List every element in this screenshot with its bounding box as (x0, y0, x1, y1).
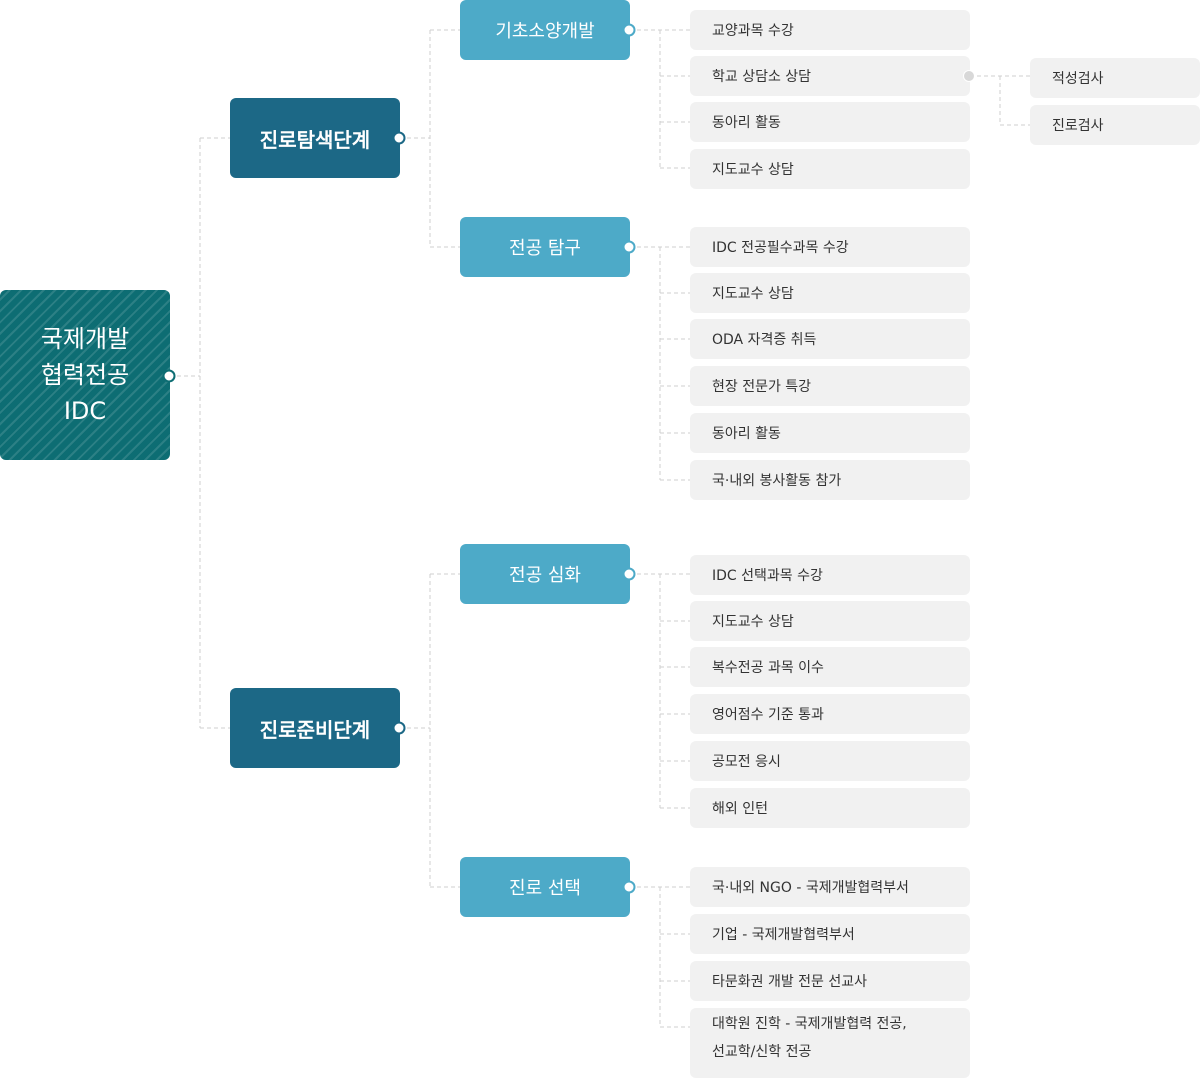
group-career-choice: 진로 선택 (460, 857, 630, 917)
list-item: IDC 전공필수과목 수강 (690, 227, 970, 267)
stage-preparation: 진로준비단계 (230, 688, 400, 768)
leaf-aptitude-test: 적성검사 (1030, 58, 1200, 98)
list-item: 교양과목 수강 (690, 10, 970, 50)
group-career-choice-label: 진로 선택 (509, 878, 581, 899)
list-item: 복수전공 과목 이수 (690, 647, 970, 687)
school-counseling-dot (963, 70, 975, 82)
list-item: 지도교수 상담 (690, 273, 970, 313)
list-item: 기업 - 국제개발협력부서 (690, 914, 970, 954)
list-item: 동아리 활동 (690, 102, 970, 142)
list-item: 영어점수 기준 통과 (690, 694, 970, 734)
group-basic-literacy-label: 기초소양개발 (495, 21, 595, 42)
stage-exploration-label: 진로탐색단계 (259, 127, 371, 152)
root-line-3: IDC (63, 397, 107, 425)
root-line-2: 협력전공 (40, 361, 130, 389)
group-career-choice-dot (622, 880, 636, 894)
stage-preparation-label: 진로준비단계 (259, 717, 371, 742)
leaf-career-test: 진로검사 (1030, 105, 1200, 145)
group-major-advanced-dot (622, 567, 636, 581)
list-item: 지도교수 상담 (690, 601, 970, 641)
stage-exploration-dot (392, 131, 406, 145)
group-major-exploration-label: 전공 탐구 (509, 238, 581, 259)
graduate-school-line-1: 대학원 진학 - 국제개발협력 전공, (712, 1016, 907, 1032)
group-basic-literacy: 기초소양개발 (460, 0, 630, 60)
list-item: 국·내외 봉사활동 참가 (690, 460, 970, 500)
group-major-advanced: 전공 심화 (460, 544, 630, 604)
list-item-graduate-school: 대학원 진학 - 국제개발협력 전공, 선교학/신학 전공 (690, 1008, 970, 1078)
list-item: 공모전 응시 (690, 741, 970, 781)
graduate-school-line-2: 선교학/신학 전공 (712, 1044, 812, 1060)
list-item: 국·내외 NGO - 국제개발협력부서 (690, 867, 970, 907)
stage-preparation-dot (392, 721, 406, 735)
group-major-advanced-label: 전공 심화 (509, 565, 581, 586)
root-node-idc: 국제개발 협력전공 IDC (0, 290, 170, 460)
stage-exploration: 진로탐색단계 (230, 98, 400, 178)
group-major-exploration-dot (622, 240, 636, 254)
group-major-exploration: 전공 탐구 (460, 217, 630, 277)
list-item: 동아리 활동 (690, 413, 970, 453)
root-connector-dot (162, 369, 176, 383)
list-item: 현장 전문가 특강 (690, 366, 970, 406)
list-item: IDC 선택과목 수강 (690, 555, 970, 595)
list-item-school-counseling: 학교 상담소 상담 (690, 56, 970, 96)
list-item: 지도교수 상담 (690, 149, 970, 189)
list-item: ODA 자격증 취득 (690, 319, 970, 359)
root-line-1: 국제개발 (40, 325, 130, 353)
list-item: 해외 인턴 (690, 788, 970, 828)
list-item: 타문화권 개발 전문 선교사 (690, 961, 970, 1001)
group-basic-literacy-dot (622, 23, 636, 37)
